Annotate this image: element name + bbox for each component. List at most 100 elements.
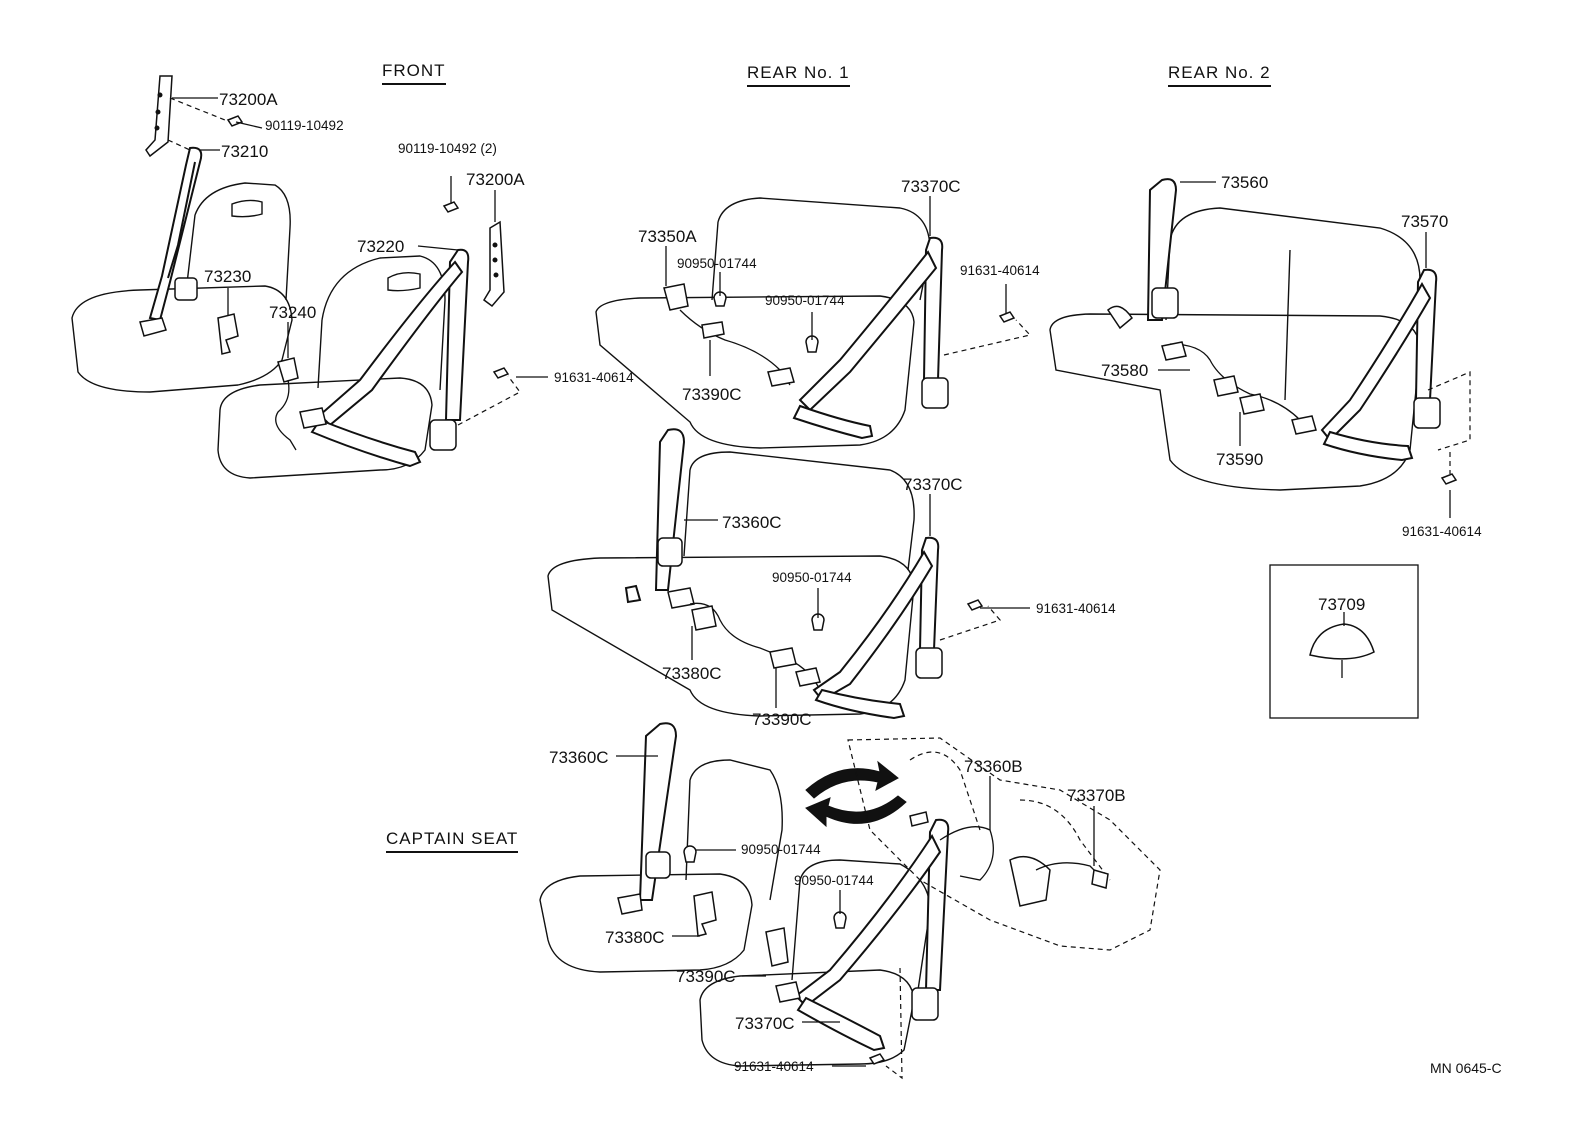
front-right-tongue: [299, 407, 327, 429]
label-91631-front: 91631-40614: [554, 370, 634, 385]
captain-left-retractor: [645, 851, 671, 879]
captain-left-cushion: [539, 873, 753, 973]
rear1-mid-bolt: [966, 599, 984, 611]
front-floor-bolt: [492, 367, 510, 379]
rear2-bench-group: [1049, 178, 1471, 491]
label-73200A-top: 73200A: [219, 90, 278, 109]
rotate-arrow-upper: [805, 760, 899, 799]
front-left-seat-group: [71, 75, 293, 393]
rear1-mid-cushion: [547, 555, 915, 717]
front-right-belt-lap: [318, 260, 464, 427]
label-90119-2: 90119-10492 (2): [398, 141, 497, 156]
rear2-belt-73560: [1146, 178, 1178, 321]
label-73240: 73240: [269, 303, 317, 322]
section-rear1-title: REAR No. 1: [747, 64, 850, 87]
figure-code: MN 0645-C: [1430, 1060, 1502, 1076]
rotation-arrows: [805, 760, 907, 828]
rear2-retractor-right: [1413, 397, 1441, 429]
label-73230: 73230: [204, 267, 252, 286]
section-rear2-title: REAR No. 2: [1168, 64, 1271, 87]
label-90950-rear1-b: 90950-01744: [765, 293, 845, 308]
label-73350A: 73350A: [638, 227, 697, 246]
rear1-mid-back: [683, 451, 915, 571]
part-73709-box: [1269, 564, 1419, 719]
front-right-belt-lower: [310, 418, 422, 468]
captain-rotated-seat-ghost: [847, 737, 1161, 951]
front-right-seat-cushion: [217, 377, 433, 479]
label-90950-captain-1: 90950-01744: [741, 842, 821, 857]
label-73590: 73590: [1216, 450, 1264, 469]
rear1-mid-buckle-73390C: [769, 647, 797, 669]
captain-bolt: [868, 1053, 886, 1065]
label-73360C-captain: 73360C: [549, 748, 609, 767]
part-73709-cap: [1309, 623, 1375, 660]
front-buckle-73240: [277, 357, 299, 383]
front-right-headrest-slot: [387, 271, 421, 292]
label-73360B: 73360B: [964, 757, 1023, 776]
section-captain-title: CAPTAIN SEAT: [386, 830, 519, 853]
rear1-top-bench-group: [595, 197, 1032, 449]
label-73380C-captain: 73380C: [605, 928, 665, 947]
label-91631-rear2: 91631-40614: [1402, 524, 1482, 539]
rear1-top-back: [711, 197, 931, 301]
front-right-anchor-rail: [483, 220, 505, 308]
rotate-arrow-lower: [805, 795, 907, 828]
label-73580: 73580: [1101, 361, 1149, 380]
rear2-retractor-left: [1151, 287, 1179, 319]
rear1-top-bolt: [998, 311, 1016, 323]
rear2-bolt: [1440, 473, 1458, 485]
section-front-title: FRONT: [382, 62, 446, 85]
front-right-seat-group: [217, 176, 521, 479]
rear1-clip-a: [713, 291, 727, 307]
label-73370C-captain: 73370C: [735, 1014, 795, 1033]
front-belt-plate: [139, 317, 167, 337]
label-73210: 73210: [221, 142, 269, 161]
rear2-buckle-73590: [1239, 393, 1265, 415]
rear1-mid-retractor-left: [657, 537, 683, 567]
label-73390C-captain: 73390C: [676, 967, 736, 986]
label-91631-rear1-top: 91631-40614: [960, 263, 1040, 278]
front-bolt-top: [226, 115, 244, 127]
captain-buckle-73380C: [693, 891, 717, 937]
label-73380C-mid: 73380C: [662, 664, 722, 683]
leader-lines: [172, 97, 1451, 1067]
label-73370C-top: 73370C: [901, 177, 961, 196]
label-73390C-top: 73390C: [682, 385, 742, 404]
rear1-mid-buckle-73380C: [691, 605, 717, 631]
rear1-top-retractor: [921, 377, 949, 409]
label-91631-captain: 91631-40614: [734, 1059, 814, 1074]
captain-left-back: [685, 759, 783, 901]
captain-right-retractor: [911, 987, 939, 1021]
label-73709: 73709: [1318, 595, 1366, 614]
label-90950-captain-2: 90950-01744: [794, 873, 874, 888]
ghost-buckle-73370B: [1091, 869, 1109, 889]
rear1-mid-clip: [811, 613, 825, 631]
captain-right-cushion: [699, 969, 915, 1067]
label-73370C-mid: 73370C: [903, 475, 963, 494]
label-73570: 73570: [1401, 212, 1449, 231]
label-73200A-mid: 73200A: [466, 170, 525, 189]
label-90119-top: 90119-10492: [265, 118, 344, 133]
label-90950-mid: 90950-01744: [772, 570, 852, 585]
front-retractor: [174, 277, 198, 301]
front-left-headrest-slot: [231, 199, 263, 218]
front-left-seat-cushion: [71, 285, 293, 393]
rear1-mid-retractor-right: [915, 647, 943, 679]
label-73220: 73220: [357, 237, 405, 256]
captain-clip-b: [833, 911, 847, 929]
captain-buckle-73390C: [765, 927, 789, 967]
label-90950-rear1-a: 90950-01744: [677, 256, 757, 271]
rear1-top-belt-lap: [798, 250, 938, 412]
front-anchor-rail-73200A: [145, 75, 173, 158]
rear1-mid-bench-group: [547, 428, 1002, 720]
label-73370B: 73370B: [1067, 786, 1126, 805]
part-73709-frame: [1269, 564, 1419, 719]
label-73390C-mid: 73390C: [752, 710, 812, 729]
rear1-clip-b: [805, 335, 819, 353]
label-73560: 73560: [1221, 173, 1269, 192]
ghost-seat-outline: [847, 737, 1161, 951]
rear2-buckle-73580: [1161, 341, 1187, 361]
ghost-retractor-73360B: [1009, 855, 1051, 907]
